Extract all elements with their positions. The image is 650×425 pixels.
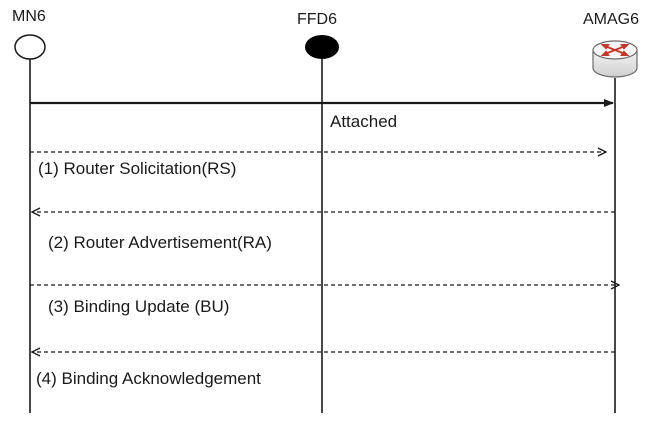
message-label-rs: (1) Router Solicitation(RS) <box>38 159 237 178</box>
entity-label-amag6: AMAG6 <box>583 11 640 28</box>
message-label-ba: (4) Binding Acknowledgement <box>36 369 261 388</box>
entity-label-ffd6: FFD6 <box>297 11 337 28</box>
message-label-bu: (3) Binding Update (BU) <box>48 297 230 316</box>
router-icon <box>592 40 638 78</box>
message-label-ra: (2) Router Advertisement(RA) <box>48 233 272 252</box>
message-label-attached: Attached <box>330 112 398 131</box>
entity-label-mn6: MN6 <box>12 8 46 25</box>
mn6-node-icon <box>14 34 46 60</box>
ffd6-node-icon <box>305 35 339 59</box>
